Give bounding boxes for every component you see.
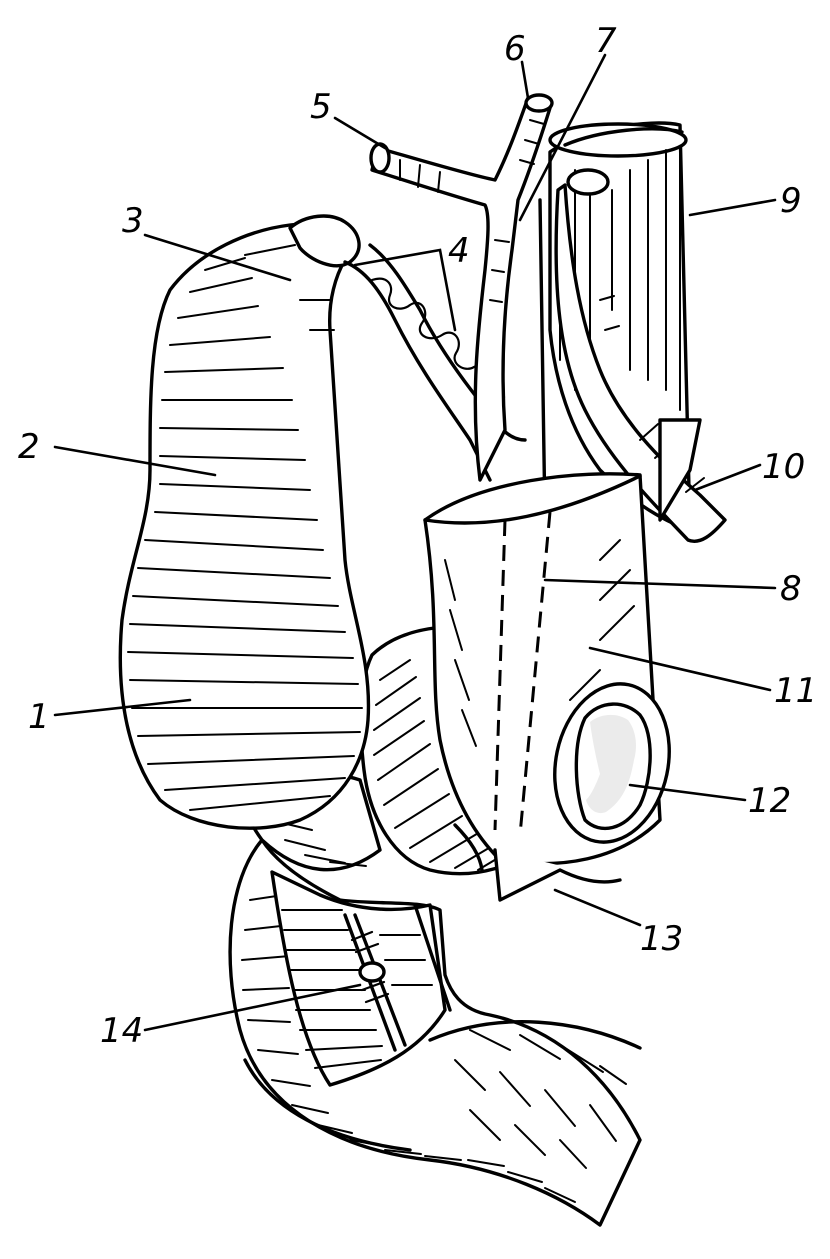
label-12: 12: [748, 781, 791, 821]
large-vessel: [538, 121, 727, 543]
leader-lines: [53, 53, 777, 1032]
label-11: 11: [774, 671, 817, 711]
label-13: 13: [640, 919, 683, 959]
label-2: 2: [18, 427, 40, 467]
label-3: 3: [122, 201, 144, 241]
label-6: 6: [504, 29, 526, 69]
label-4: 4: [448, 231, 470, 271]
label-7: 7: [595, 21, 617, 61]
label-1: 1: [28, 697, 50, 737]
label-14: 14: [100, 1011, 143, 1051]
sleeve: [423, 418, 702, 902]
stomach-pouch: [118, 214, 371, 830]
label-5: 5: [310, 87, 332, 127]
labels: 1 2 3 4 5 6 7 8 9 10 11 12 13 14: [18, 21, 817, 1051]
anastomosis-window: [270, 870, 452, 1087]
label-10: 10: [762, 447, 805, 487]
label-9: 9: [780, 181, 802, 221]
vessel-trunk: [369, 93, 554, 482]
label-8: 8: [780, 569, 802, 609]
